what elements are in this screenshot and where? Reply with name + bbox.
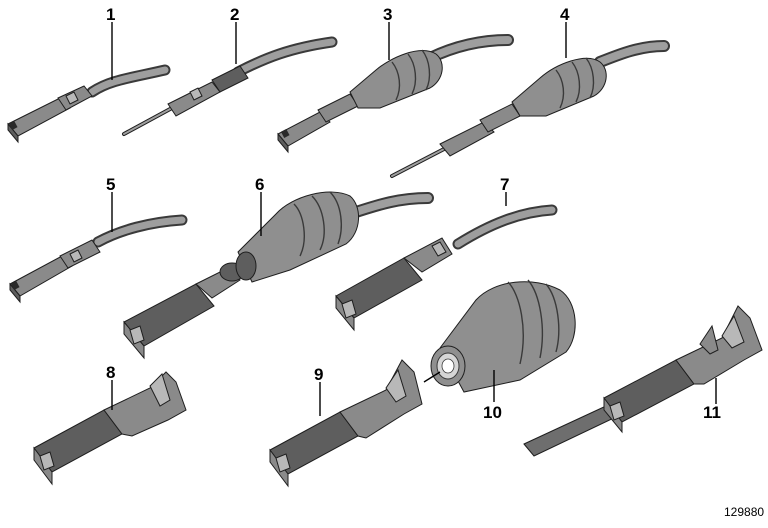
callout-4: 4 [560, 5, 570, 24]
part-9-terminal [269, 359, 423, 488]
callout-1: 1 [106, 5, 115, 24]
part-3-sealed-terminal [277, 34, 514, 154]
callout-10: 10 [483, 403, 502, 422]
part-7-terminal [335, 204, 558, 332]
part-11-terminal-strip [523, 305, 763, 457]
callout-9: 9 [314, 365, 323, 384]
reference-number: 129880 [724, 505, 764, 519]
part-1-terminal [7, 64, 171, 144]
callout-8: 8 [106, 363, 115, 382]
callout-11: 11 [703, 403, 721, 422]
callout-7: 7 [500, 175, 509, 194]
part-2-pin-terminal [122, 36, 338, 136]
callout-2: 2 [230, 5, 239, 24]
callout-6: 6 [255, 175, 264, 194]
part-8-terminal [33, 371, 187, 486]
part-5-terminal [9, 214, 188, 304]
part-10-wire-seal [430, 279, 576, 393]
callout-3: 3 [383, 5, 392, 24]
callout-5: 5 [106, 175, 115, 194]
leader-10a [423, 371, 441, 383]
part-4-sealed-pin-terminal [390, 40, 670, 178]
part-6-sealed-terminal [123, 191, 434, 360]
